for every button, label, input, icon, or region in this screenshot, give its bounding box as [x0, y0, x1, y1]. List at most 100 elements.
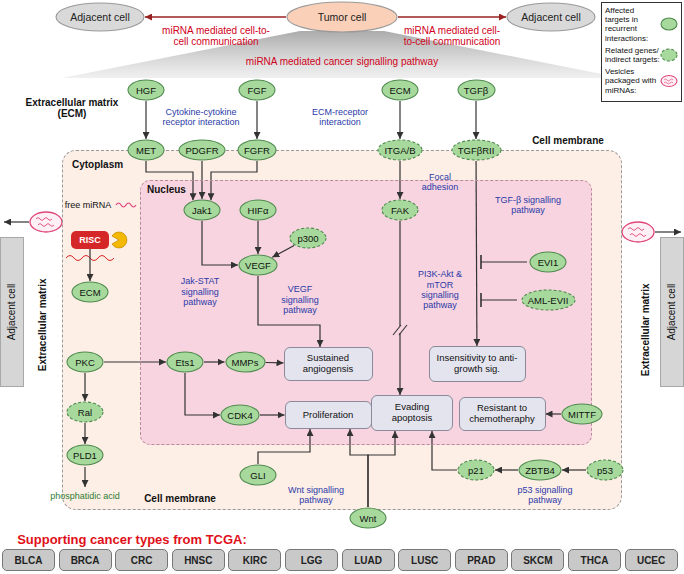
node-text: SKCM	[523, 555, 552, 566]
node-text: HIFα	[248, 205, 269, 216]
node-ellipse	[458, 80, 495, 100]
inhibition-line	[481, 261, 527, 262]
node-ellipse	[67, 402, 103, 422]
cancer-type-box: BLCA	[2, 549, 55, 571]
node-ellipse	[507, 3, 595, 31]
signal-arrow	[204, 361, 225, 362]
annotation-text: Cell membrane	[144, 493, 216, 504]
gene-node: ECM	[71, 281, 109, 303]
node-ellipse	[239, 80, 275, 100]
node-ellipse	[128, 140, 164, 160]
node-ellipse	[56, 3, 144, 31]
annotation-text: Extracellular matrix (ECM)	[26, 97, 119, 120]
legend-swatch	[660, 48, 678, 62]
gene-node: p21	[457, 459, 495, 481]
node-text: p21	[468, 465, 484, 476]
signal-arrow	[145, 16, 286, 18]
node-text: Adjacent cell	[70, 11, 130, 23]
node-text: FAK	[391, 205, 409, 216]
annotation-label: p53 signalling pathway	[510, 485, 580, 506]
signal-arrow	[84, 423, 85, 444]
node-ellipse	[221, 405, 259, 425]
cancer-type-box: KIRC	[228, 549, 281, 571]
cancer-type-box: BRCA	[59, 549, 112, 571]
gene-node: ITGA/B	[377, 139, 423, 161]
cancer-type-box: THCA	[568, 549, 621, 571]
gene-node: CDK4	[220, 404, 260, 426]
legend-swatch	[660, 17, 678, 31]
gene-node: TGFβ	[457, 79, 496, 101]
gene-symbol	[661, 18, 677, 30]
node-text: ECM	[389, 85, 410, 96]
gene-node: FGFR	[237, 139, 277, 161]
annotation-text: Cytokine-cytokine receptor interaction	[162, 107, 239, 127]
node-text: Adjacent cell	[1, 237, 23, 387]
vesicle-mirna	[664, 79, 673, 84]
node-text: Ral	[78, 407, 92, 418]
signal-arrow	[258, 276, 320, 347]
adjacent-cell-box: Adjacent cell	[0, 237, 24, 387]
signal-arrow	[84, 373, 85, 401]
node-text: MET	[136, 145, 156, 156]
node-ellipse	[226, 352, 265, 372]
gene-node: MET	[127, 139, 165, 161]
node-ellipse	[67, 352, 103, 372]
gene-node: p53	[586, 459, 624, 481]
node-ellipse	[239, 255, 277, 275]
risc-complex: RISC	[71, 231, 109, 249]
signal-arrow	[562, 469, 586, 470]
node-text: Wnt	[360, 513, 377, 524]
node-ellipse	[452, 140, 501, 160]
gene-node: VEGF	[238, 254, 278, 276]
gene-node: AML-EVII	[521, 289, 576, 311]
process-box: Evading apoptosis	[371, 395, 453, 431]
process-box: Proliferation	[285, 401, 372, 429]
signal-arrow	[260, 414, 285, 415]
gene-node: ECM	[381, 79, 419, 101]
signal-arrow	[546, 413, 562, 414]
cancer-type-box: HNSC	[172, 549, 225, 571]
signal-arrow	[475, 161, 477, 346]
cancer-type-box: UCEC	[625, 549, 678, 571]
node-ellipse	[238, 140, 276, 160]
annotation-label: Extracellular matrix	[639, 284, 651, 377]
annotation-label: free miRNA	[65, 200, 112, 210]
signal-arrow	[475, 101, 476, 139]
node-text: Ets1	[175, 357, 194, 368]
annotation-label: miRNA mediated cell-to-cell communicatio…	[402, 25, 502, 48]
vesicle	[622, 222, 654, 242]
annotation-text: Extracellular matrix	[36, 279, 47, 372]
legend-box: Affected targets in recurrent interactio…	[601, 2, 682, 102]
node-ellipse	[562, 404, 602, 424]
node-ellipse	[350, 508, 386, 528]
gene-node: Ral	[66, 401, 104, 423]
node-text: Proliferation	[303, 410, 354, 421]
annotation-text: free miRNA	[65, 200, 112, 210]
vesicle-arrow	[655, 231, 681, 232]
signal-arrow	[272, 246, 294, 258]
cell-region: NucleusJak1HIFαp300VEGFFAKEVI1AML-EVIIEt…	[140, 180, 592, 445]
legend-text: Related genes/ indirect targets:	[605, 46, 660, 64]
node-text: Sustained angiogensis	[289, 353, 368, 375]
gene-node: HIFα	[239, 199, 277, 221]
node-ellipse	[167, 352, 203, 372]
node-ellipse	[72, 282, 108, 302]
node-text: CDK4	[227, 410, 252, 421]
annotation-text: miRNA mediated cancer signalling pathway	[246, 56, 438, 67]
signal-arrow	[398, 16, 506, 18]
signal-arrow	[399, 221, 400, 395]
cancer-type-box: CRC	[115, 549, 168, 571]
node-text: Evading apoptosis	[376, 402, 448, 424]
vesicle-mirna	[36, 218, 54, 227]
legend-text: Vesicles packaged with miRNAs:	[605, 67, 660, 95]
signalling-fan	[62, 31, 622, 78]
node-text: PRAD	[467, 555, 495, 566]
vesicle	[30, 212, 62, 232]
node-text: MMPs	[232, 357, 259, 368]
annotation-label: Cytokine-cytokine receptor interaction	[151, 107, 251, 128]
node-text: FGFR	[244, 145, 270, 156]
gene-node: Ets1	[166, 351, 204, 373]
cancer-type-box: LUAD	[342, 549, 395, 571]
region-title: Cytoplasm	[72, 159, 123, 170]
gene-node: p300	[289, 227, 327, 249]
